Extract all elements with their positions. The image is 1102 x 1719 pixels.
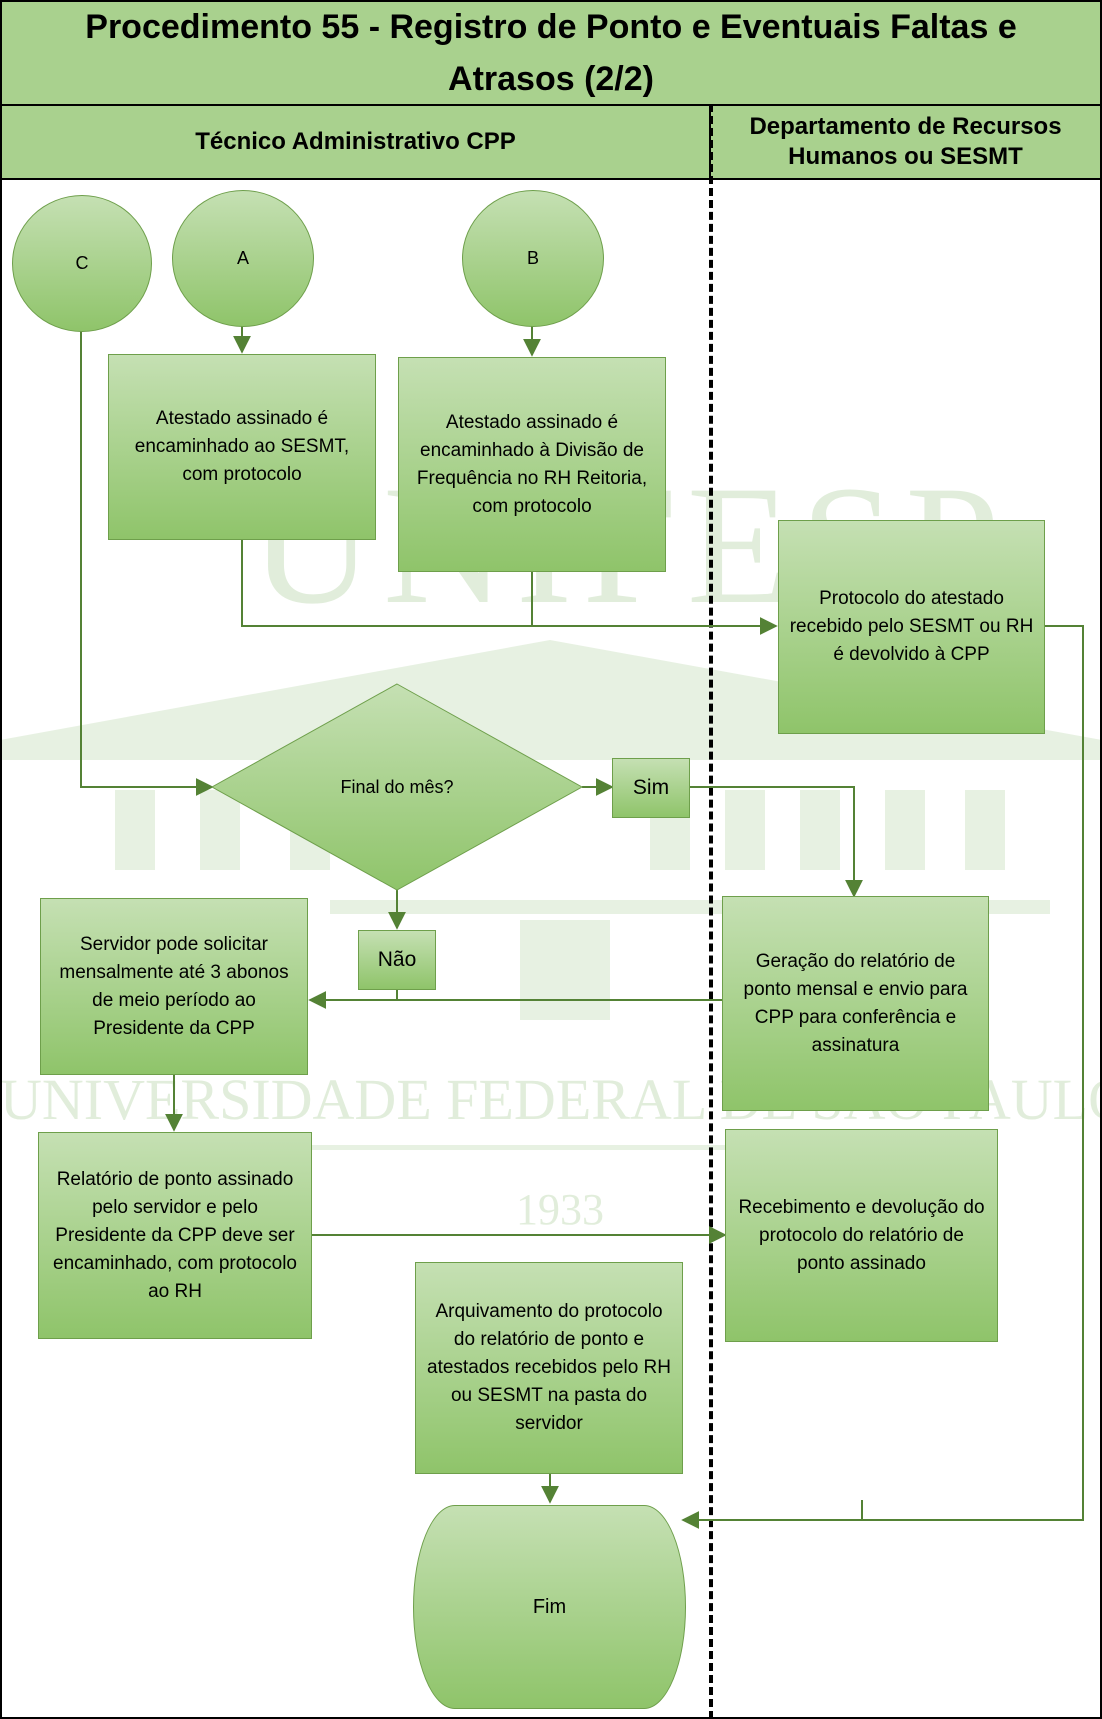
step-protocol-returned: Protocolo do atestado recebido pelo SESM… bbox=[778, 520, 1045, 734]
watermark-year: 1933 bbox=[516, 1185, 604, 1234]
step-send-to-rh: Atestado assinado é encaminhado à Divisã… bbox=[398, 357, 666, 572]
step-archive: Arquivamento do protocolo do relatório d… bbox=[415, 1262, 683, 1474]
connector-b: B bbox=[462, 190, 604, 327]
step-request-abonos: Servidor pode solicitar mensalmente até … bbox=[40, 898, 308, 1075]
decision-label: Final do mês? bbox=[340, 776, 454, 797]
connector-c: C bbox=[12, 195, 152, 332]
step-send-to-sesmt: Atestado assinado é encaminhado ao SESMT… bbox=[108, 354, 376, 540]
decision-yes: Sim bbox=[612, 758, 690, 818]
diagram-frame bbox=[0, 178, 1102, 1719]
lane-divider bbox=[709, 104, 713, 1719]
diagram-title: Procedimento 55 - Registro de Ponto e Ev… bbox=[0, 0, 1102, 106]
step-receive-return: Recebimento e devolução do protocolo do … bbox=[725, 1129, 998, 1342]
decision-no: Não bbox=[358, 930, 436, 990]
step-signed-report: Relatório de ponto assinado pelo servido… bbox=[38, 1132, 312, 1339]
lane-header-right: Departamento de Recursos Humanos ou SESM… bbox=[709, 104, 1102, 180]
connector-a: A bbox=[172, 190, 314, 327]
step-generate-report: Geração do relatório de ponto mensal e e… bbox=[722, 896, 989, 1111]
lane-header-left: Técnico Administrativo CPP bbox=[0, 104, 711, 180]
end-terminator: Fim bbox=[413, 1505, 686, 1709]
